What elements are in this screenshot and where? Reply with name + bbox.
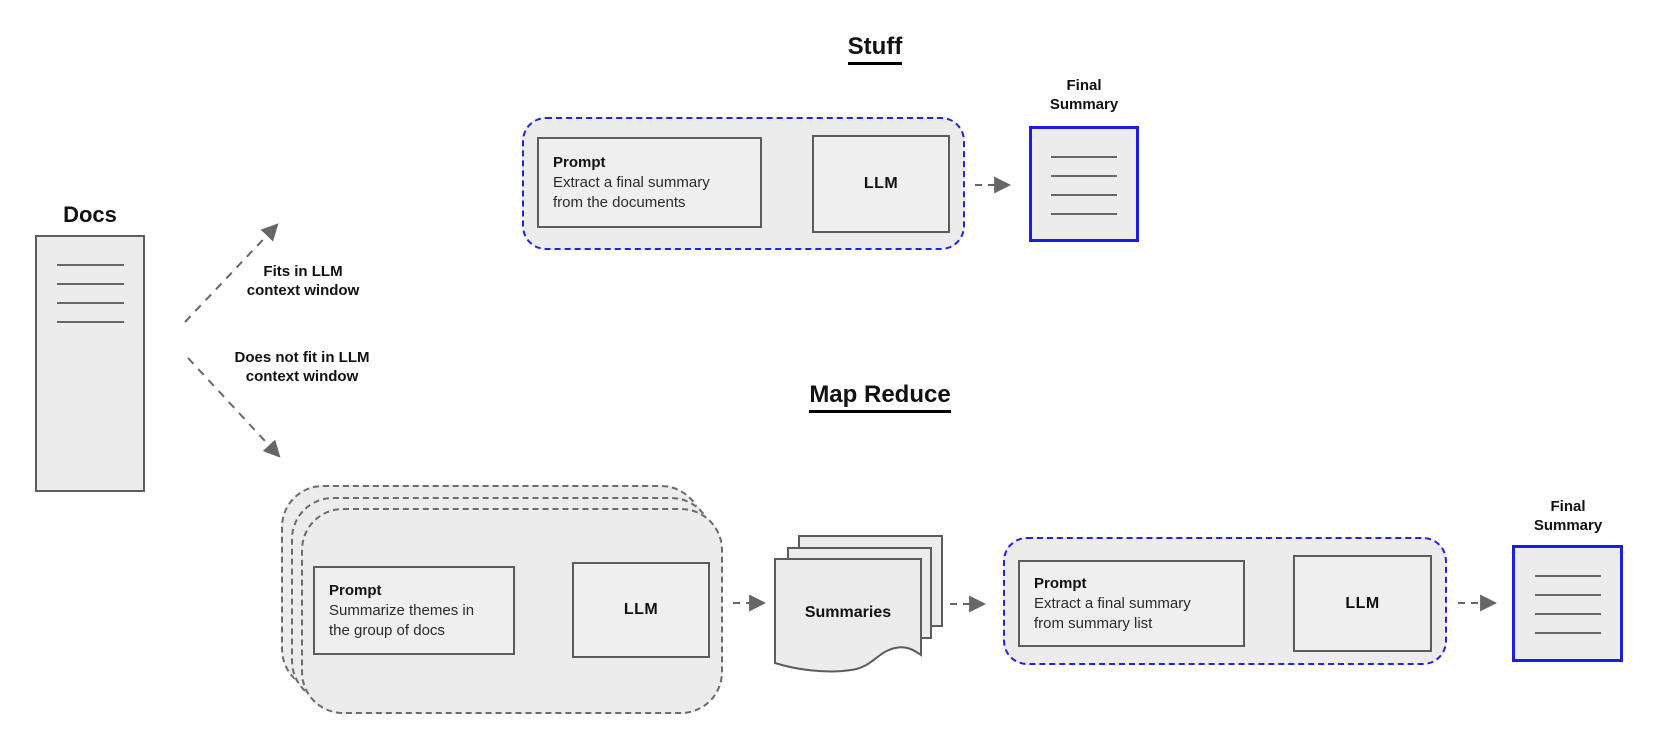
- stuff-final-summary-label: Final Summary: [1049, 77, 1119, 113]
- stuff-title: Stuff: [775, 33, 975, 65]
- map-prompt-box: Prompt Summarize themes in the group of …: [313, 566, 515, 655]
- docs-box: [35, 235, 145, 492]
- map-prompt-heading: Prompt: [329, 581, 382, 599]
- reduce-prompt-box: Prompt Extract a final summary from summ…: [1018, 560, 1245, 647]
- summaries-label: Summaries: [804, 604, 892, 621]
- docs-label: Docs: [63, 202, 117, 227]
- map-reduce-title: Map Reduce: [780, 381, 980, 413]
- does-not-fit-context-label: Does not fit in LLM context window: [234, 349, 370, 385]
- stuff-prompt-heading: Prompt: [553, 153, 606, 171]
- reduce-prompt-body: Extract a final summary from summary lis…: [1034, 594, 1191, 632]
- summaries-page-front: [774, 558, 922, 673]
- stuff-llm-box: LLM: [812, 135, 950, 233]
- stuff-final-summary-doc: [1029, 126, 1139, 242]
- map-llm-box: LLM: [572, 562, 710, 658]
- reduce-llm-label: LLM: [1345, 594, 1380, 612]
- stuff-prompt-body: Extract a final summary from the documen…: [553, 173, 710, 211]
- map-prompt-body: Summarize themes in the group of docs: [329, 601, 475, 639]
- map-llm-label: LLM: [623, 601, 659, 618]
- map-final-summary-label: Final Summary: [1533, 498, 1603, 534]
- stuff-title-text: Stuff: [847, 33, 903, 65]
- map-reduce-title-text: Map Reduce: [809, 381, 951, 413]
- fits-context-label: Fits in LLM context window: [246, 263, 360, 299]
- stuff-prompt-box: Prompt Extract a final summary from the …: [537, 137, 762, 228]
- stuff-llm-label: LLM: [863, 175, 899, 192]
- reduce-prompt-heading: Prompt: [1034, 574, 1087, 592]
- reduce-llm-box: LLM: [1293, 555, 1432, 652]
- map-final-summary-doc: [1512, 545, 1623, 662]
